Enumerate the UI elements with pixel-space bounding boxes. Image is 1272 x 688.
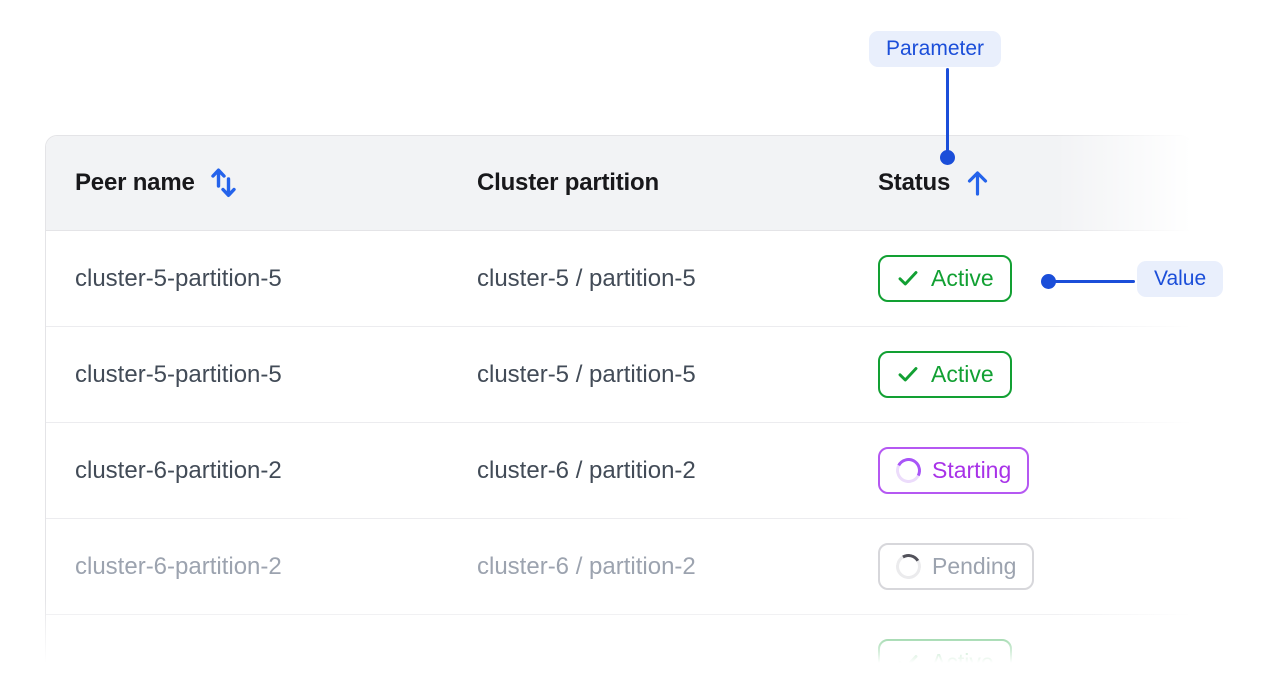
spinner-icon: [892, 454, 925, 487]
value-annotation-label: Value: [1137, 261, 1224, 297]
cluster-partition-cell: cluster-6 / partition-2: [477, 552, 696, 580]
status-label: Pending: [932, 552, 1017, 579]
status-badge: Active: [878, 350, 1012, 399]
peer-name-cell: cluster-5-partition-5: [75, 360, 282, 388]
column-label: Peer name: [75, 169, 195, 196]
status-badge: Active: [878, 638, 1012, 687]
check-icon: [896, 266, 920, 290]
peers-table: Peer name Cluster partition Status: [45, 135, 1192, 688]
check-icon: [896, 650, 920, 674]
table-row: cluster-6-partition-2 cluster-6 / partit…: [46, 519, 1191, 615]
column-header-peer-name[interactable]: Peer name: [75, 166, 477, 200]
status-label: Active: [931, 648, 994, 675]
column-header-cluster-partition[interactable]: Cluster partition: [477, 169, 878, 197]
peer-name-cell: cluster-5-partition-5: [75, 264, 282, 292]
cluster-partition-cell: cluster-6 / partition-2: [477, 456, 696, 484]
status-label: Starting: [932, 456, 1012, 483]
column-header-status[interactable]: Status: [878, 169, 1191, 197]
column-label: Cluster partition: [477, 169, 659, 196]
cluster-partition-cell: cluster-5 / partition-5: [477, 264, 696, 292]
table-row: cluster-6-partition-2 cluster-6 / partit…: [46, 423, 1191, 519]
spinner-icon: [893, 551, 924, 582]
status-badge: Starting: [878, 446, 1030, 495]
status-badge: Pending: [878, 542, 1035, 591]
value-connector-line: [1052, 280, 1135, 283]
sort-up-down-icon[interactable]: [210, 166, 237, 200]
table-row: cluster-5-partition-5 cluster-5 / partit…: [46, 231, 1191, 327]
sort-ascending-icon[interactable]: [965, 169, 990, 197]
parameter-connector-dot: [940, 150, 955, 165]
table-row: Active: [46, 615, 1191, 688]
value-connector-dot: [1041, 274, 1056, 289]
status-badge: Active: [878, 254, 1012, 303]
status-label: Active: [931, 360, 994, 387]
peer-name-cell: cluster-6-partition-2: [75, 456, 282, 484]
table-row: cluster-5-partition-5 cluster-5 / partit…: [46, 327, 1191, 423]
parameter-annotation-label: Parameter: [869, 31, 1002, 67]
status-label: Active: [931, 264, 994, 291]
table-header-row: Peer name Cluster partition Status: [46, 136, 1191, 231]
cluster-partition-cell: cluster-5 / partition-5: [477, 360, 696, 388]
column-label: Status: [878, 169, 951, 196]
peer-name-cell: cluster-6-partition-2: [75, 552, 282, 580]
check-icon: [896, 362, 920, 386]
parameter-connector-line: [946, 68, 949, 152]
